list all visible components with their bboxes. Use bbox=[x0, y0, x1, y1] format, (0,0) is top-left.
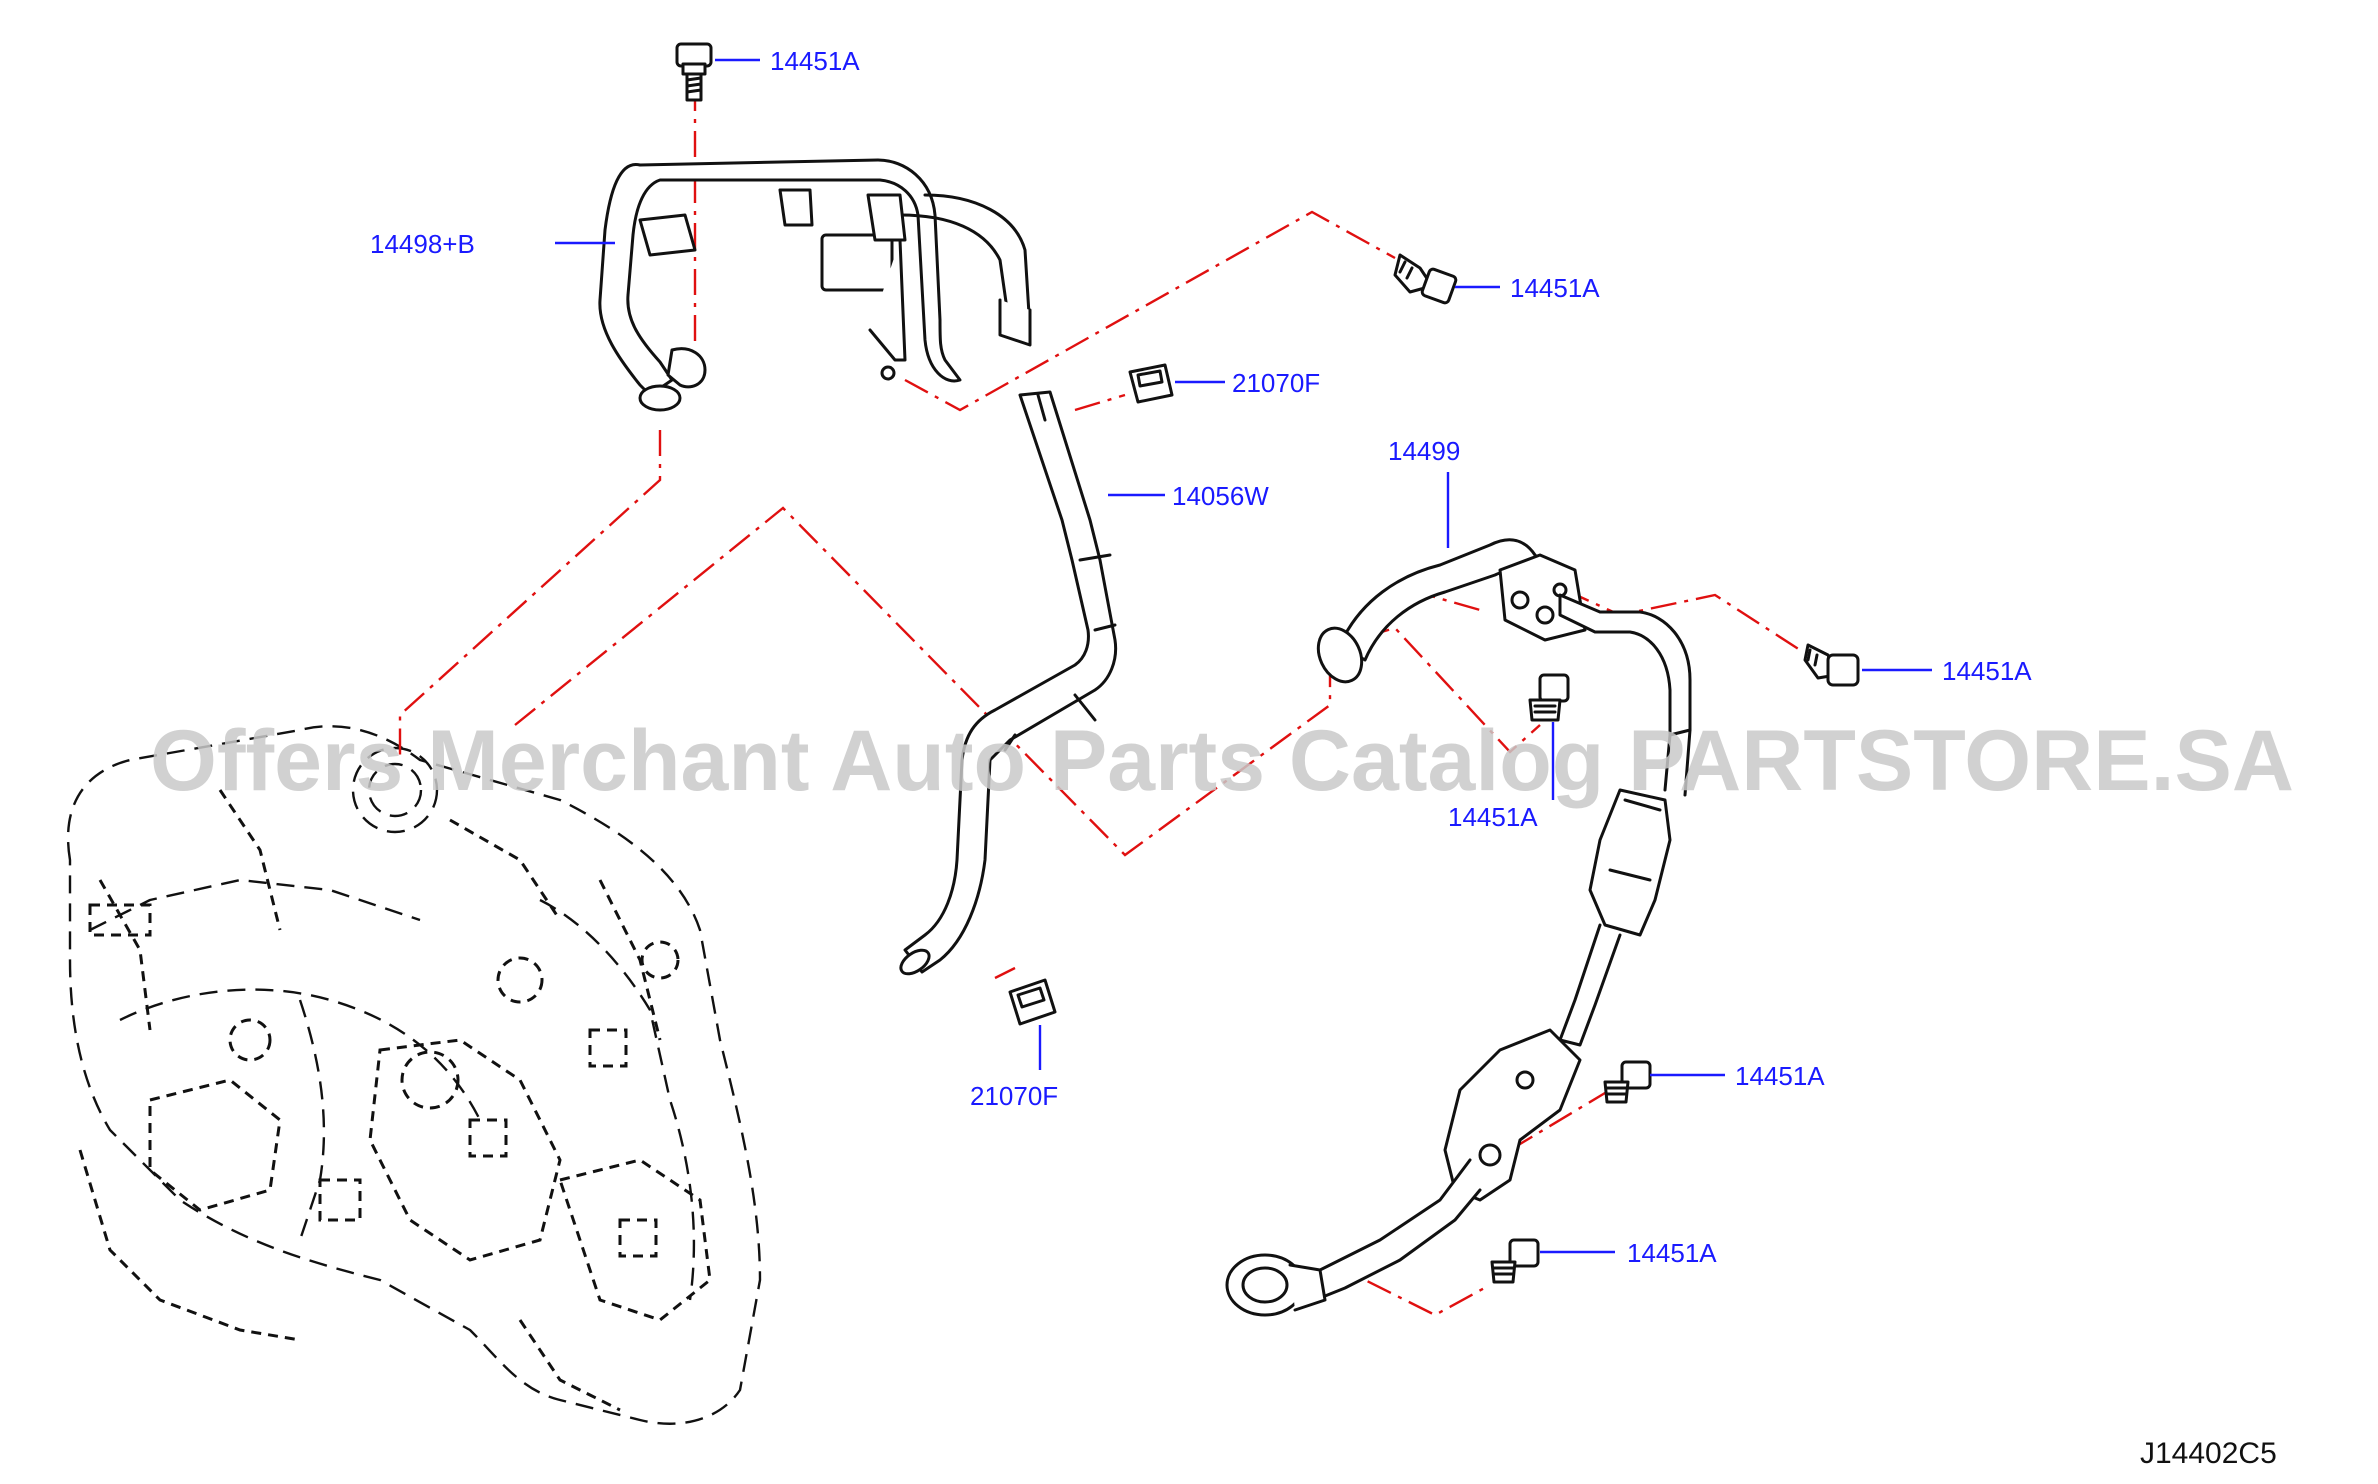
watermark-text: Offers Merchant Auto Parts Catalog PARTS… bbox=[150, 713, 2294, 809]
engine-block-ghost bbox=[66, 725, 762, 1425]
label-bolt-far-right: 14451A bbox=[1942, 656, 2032, 686]
label-bolt-center: 14451A bbox=[1448, 802, 1538, 832]
bolt-top bbox=[675, 42, 713, 102]
leader-lines bbox=[555, 58, 1932, 1254]
hose-14056w bbox=[899, 390, 1118, 976]
coolant-tube-14499 bbox=[1225, 538, 1692, 1317]
bolt-lower-right bbox=[1603, 1060, 1652, 1104]
label-clip-upper: 21070F bbox=[1232, 368, 1320, 398]
bolt-center bbox=[1528, 673, 1570, 722]
phantom-lines bbox=[398, 85, 1801, 1317]
callout-labels: 14451A 14498+B 14451A 21070F 14499 14056… bbox=[370, 46, 2032, 1268]
clip-upper bbox=[1128, 363, 1174, 404]
bolt-upper-right bbox=[1393, 253, 1458, 305]
label-bolt-top: 14451A bbox=[770, 46, 860, 76]
label-tube-14498-b: 14498+B bbox=[370, 229, 475, 259]
bolt-bottom-right bbox=[1490, 1238, 1540, 1284]
label-bolt-bottom-right: 14451A bbox=[1627, 1238, 1717, 1268]
label-tube-14499: 14499 bbox=[1388, 436, 1460, 466]
diagram-code: J14402C5 bbox=[2140, 1437, 2277, 1470]
clip-lower bbox=[1008, 978, 1057, 1026]
label-bolt-upper-right: 14451A bbox=[1510, 273, 1600, 303]
label-bolt-lower-right: 14451A bbox=[1735, 1061, 1825, 1091]
label-clip-lower: 21070F bbox=[970, 1081, 1058, 1111]
bolt-far-right bbox=[1803, 643, 1860, 687]
coolant-tube-14498-b bbox=[598, 158, 1032, 412]
label-hose-14056w: 14056W bbox=[1172, 481, 1269, 511]
